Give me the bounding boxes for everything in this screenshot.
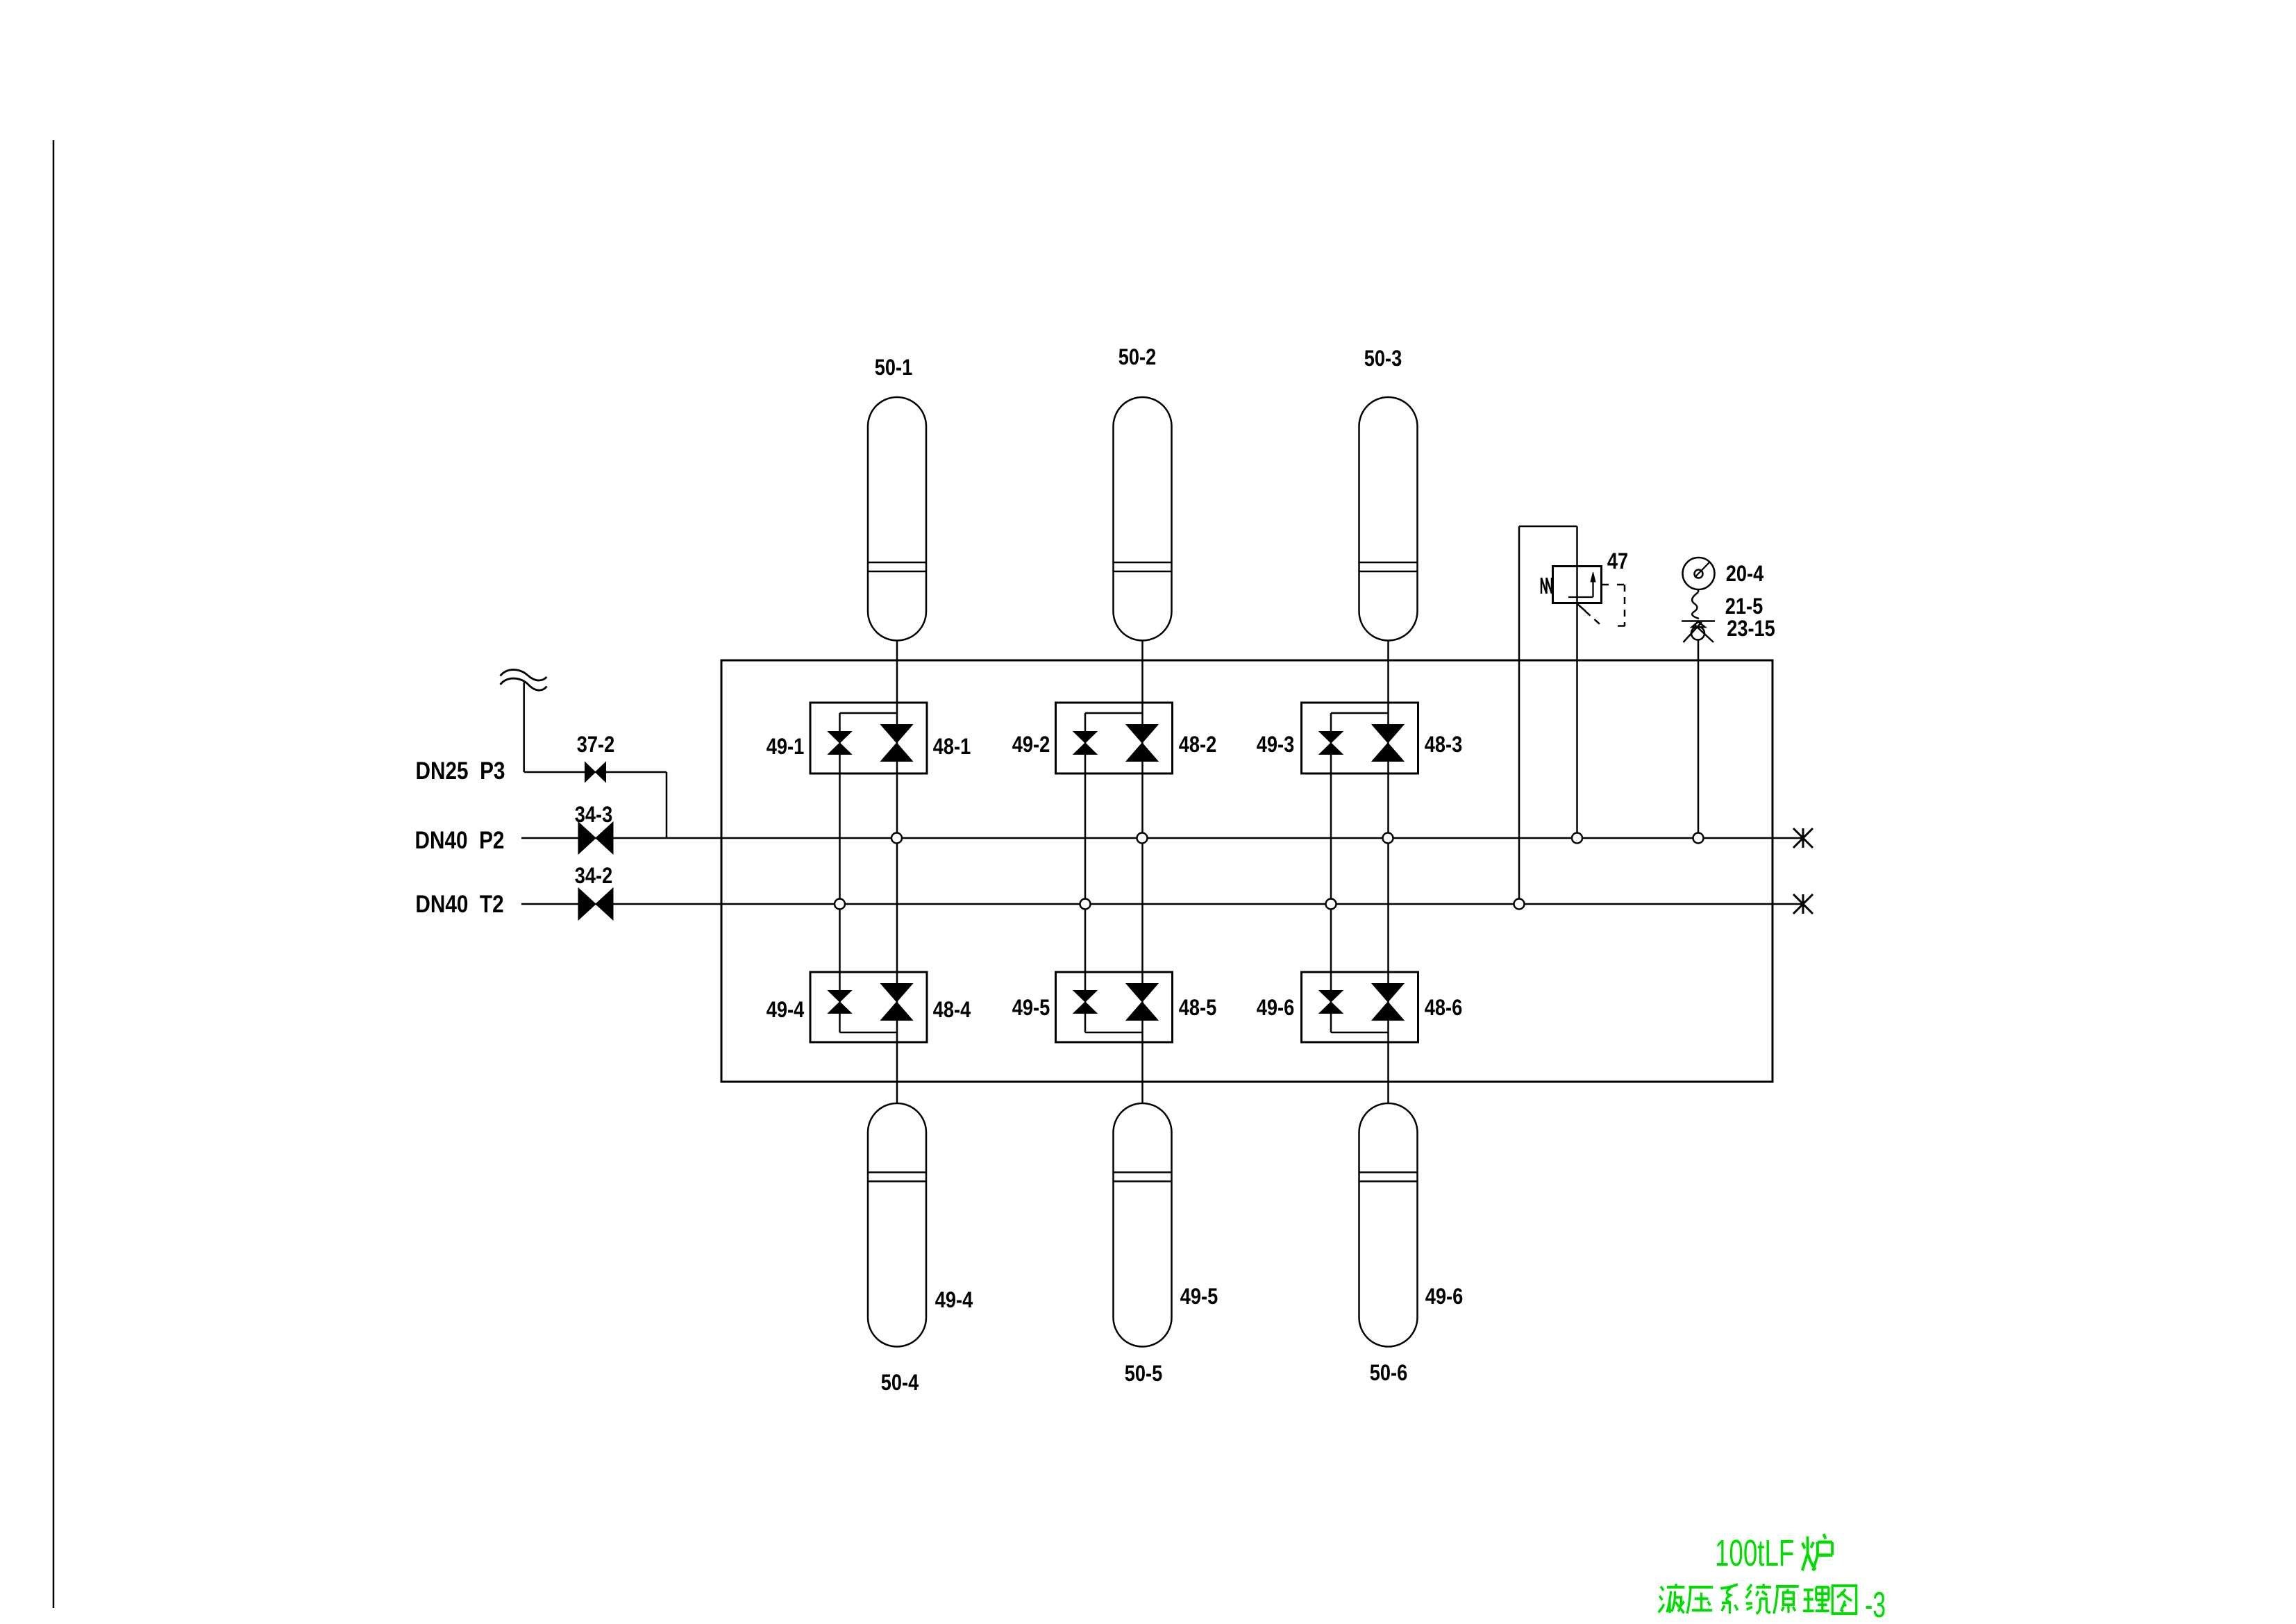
svg-text:49-1: 49-1 <box>766 735 804 760</box>
svg-text:49-4: 49-4 <box>766 998 805 1023</box>
svg-text:48-3: 48-3 <box>1425 733 1462 757</box>
svg-text:34-3: 34-3 <box>575 803 612 828</box>
svg-text:50-2: 50-2 <box>1118 345 1156 370</box>
svg-text:50-6: 50-6 <box>1370 1361 1407 1386</box>
svg-text:DN40 T2: DN40 T2 <box>415 891 503 918</box>
svg-text:48-6: 48-6 <box>1425 996 1462 1021</box>
svg-text:49-6: 49-6 <box>1425 1284 1463 1309</box>
svg-text:DN25 P3: DN25 P3 <box>416 757 505 785</box>
svg-text:49-4: 49-4 <box>935 1288 973 1313</box>
svg-text:49-5: 49-5 <box>1180 1284 1218 1309</box>
svg-text:48-1: 48-1 <box>933 735 971 760</box>
svg-text:37-2: 37-2 <box>577 733 614 757</box>
svg-text:50-4: 50-4 <box>881 1371 919 1396</box>
svg-text:34-2: 34-2 <box>575 864 612 889</box>
svg-text:48-2: 48-2 <box>1179 733 1216 757</box>
svg-text:100tLF: 100tLF <box>1715 1532 1794 1574</box>
svg-text:21-5: 21-5 <box>1725 594 1763 619</box>
svg-text:23-15: 23-15 <box>1727 617 1775 642</box>
svg-text:49-3: 49-3 <box>1257 733 1294 757</box>
svg-text:DN40 P2: DN40 P2 <box>415 827 505 854</box>
svg-text:49-2: 49-2 <box>1012 733 1050 757</box>
svg-text:49-5: 49-5 <box>1012 996 1050 1021</box>
svg-text:50-1: 50-1 <box>875 355 912 380</box>
svg-text:-3: -3 <box>1865 1585 1886 1624</box>
svg-text:50-5: 50-5 <box>1125 1362 1162 1387</box>
svg-text:48-5: 48-5 <box>1179 996 1216 1021</box>
svg-text:50-3: 50-3 <box>1364 346 1402 371</box>
svg-text:47: 47 <box>1607 549 1628 574</box>
svg-text:20-4: 20-4 <box>1726 562 1764 587</box>
svg-text:48-4: 48-4 <box>933 998 971 1023</box>
svg-text:49-6: 49-6 <box>1257 996 1294 1021</box>
